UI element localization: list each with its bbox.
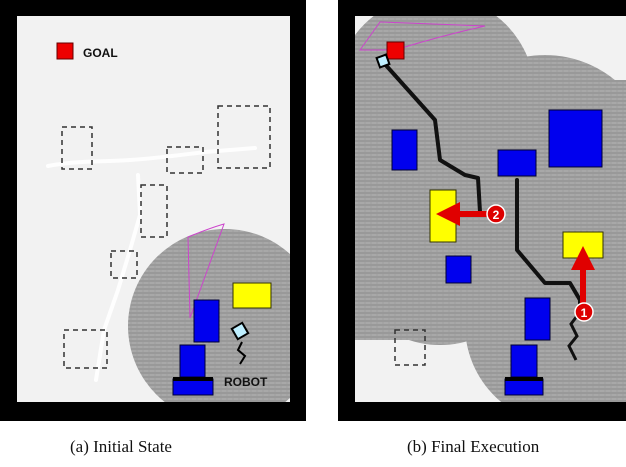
target-block xyxy=(232,282,272,309)
robot-tether-icon xyxy=(236,341,247,365)
obstacle-block xyxy=(172,378,214,396)
target-block xyxy=(562,231,604,259)
unknown-obstacles xyxy=(61,105,271,369)
obstacle-block xyxy=(391,129,418,171)
unknown-obstacle xyxy=(394,329,426,366)
executed-path-tail xyxy=(567,311,582,361)
unknown-obstacle xyxy=(217,105,271,169)
obstacle-block xyxy=(504,378,544,396)
obstacle-block xyxy=(524,297,551,341)
panel-final-execution: 2 1 xyxy=(338,0,626,421)
obstacle-block xyxy=(445,255,472,284)
goal-label: GOAL xyxy=(83,46,118,60)
goal-marker-icon xyxy=(386,41,405,60)
goal-marker-icon xyxy=(56,42,74,60)
caption-initial-state: (a) Initial State xyxy=(70,437,172,456)
obstacle-block xyxy=(548,109,603,168)
obstacle-block xyxy=(179,344,206,378)
step-badge-icon: 2 xyxy=(486,204,506,224)
obstacle-block xyxy=(510,344,538,378)
obstacle-blocks xyxy=(172,299,220,396)
unknown-obstacle xyxy=(166,146,204,174)
robot-icon xyxy=(375,53,391,69)
robot-label: ROBOT xyxy=(224,375,268,389)
sensor-fov xyxy=(187,223,225,319)
panel-initial-state: GOAL ROBOT xyxy=(0,0,306,421)
robot-icon xyxy=(230,321,250,341)
step-badge-icon: 1 xyxy=(574,302,594,322)
explored-trail xyxy=(46,146,257,382)
unknown-obstacle xyxy=(140,184,168,238)
unknown-obstacle xyxy=(110,250,138,279)
caption-final-execution: (b) Final Execution xyxy=(407,437,540,456)
figure-canvas: GOAL ROBOT xyxy=(0,0,626,421)
obstacle-top-shadow xyxy=(173,377,213,381)
unknown-obstacle xyxy=(63,329,108,369)
obstacle-blocks xyxy=(391,109,603,396)
obstacle-block xyxy=(193,299,220,343)
step-badge-label: 2 xyxy=(493,208,500,222)
obstacle-block xyxy=(497,149,537,177)
obstacle-top-shadow xyxy=(505,377,543,381)
step-badge-label: 1 xyxy=(581,306,588,320)
